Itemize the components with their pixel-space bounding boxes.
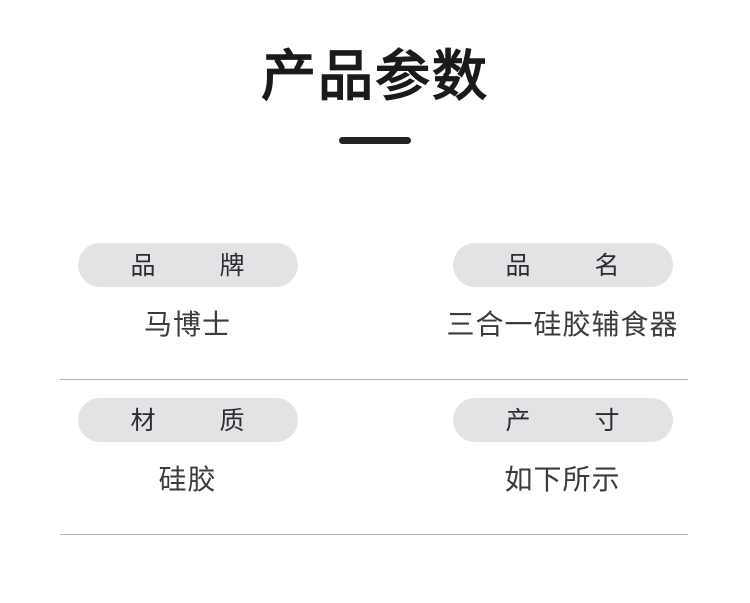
spec-grid: 品 牌 马博士 品 名 三合一硅胶辅食器 材 质 硅胶	[0, 225, 750, 535]
spec-label-text-product-name: 品 名	[505, 250, 648, 280]
spec-value-size: 如下所示	[504, 463, 621, 496]
row-separator	[60, 534, 688, 535]
spec-label-text-size: 产 寸	[505, 405, 648, 435]
spec-label-pill-size: 产 寸	[452, 398, 673, 442]
spec-label-pill-material: 材 质	[77, 398, 298, 442]
spec-label-pill-product-name: 品 名	[452, 243, 673, 287]
spec-cell-size: 产 寸 如下所示	[375, 380, 750, 535]
spec-value-product-name: 三合一硅胶辅食器	[446, 308, 679, 341]
spec-cell-material: 材 质 硅胶	[0, 380, 375, 535]
spec-value-material: 硅胶	[158, 463, 217, 496]
spec-row: 品 牌 马博士 品 名 三合一硅胶辅食器	[0, 225, 750, 380]
spec-row: 材 质 硅胶 产 寸 如下所示	[0, 380, 750, 535]
row-separator	[60, 379, 688, 380]
title-underline-bar	[339, 137, 411, 144]
spec-cell-product-name: 品 名 三合一硅胶辅食器	[375, 225, 750, 380]
title-rule-container	[0, 137, 750, 145]
spec-label-text-material: 材 质	[130, 405, 273, 435]
page-header: 产品参数	[0, 0, 750, 145]
spec-cell-brand: 品 牌 马博士	[0, 225, 375, 380]
spec-label-text-brand: 品 牌	[130, 250, 273, 280]
spec-value-brand: 马博士	[143, 308, 231, 341]
page-title: 产品参数	[260, 44, 489, 108]
spec-label-pill-brand: 品 牌	[77, 243, 298, 287]
